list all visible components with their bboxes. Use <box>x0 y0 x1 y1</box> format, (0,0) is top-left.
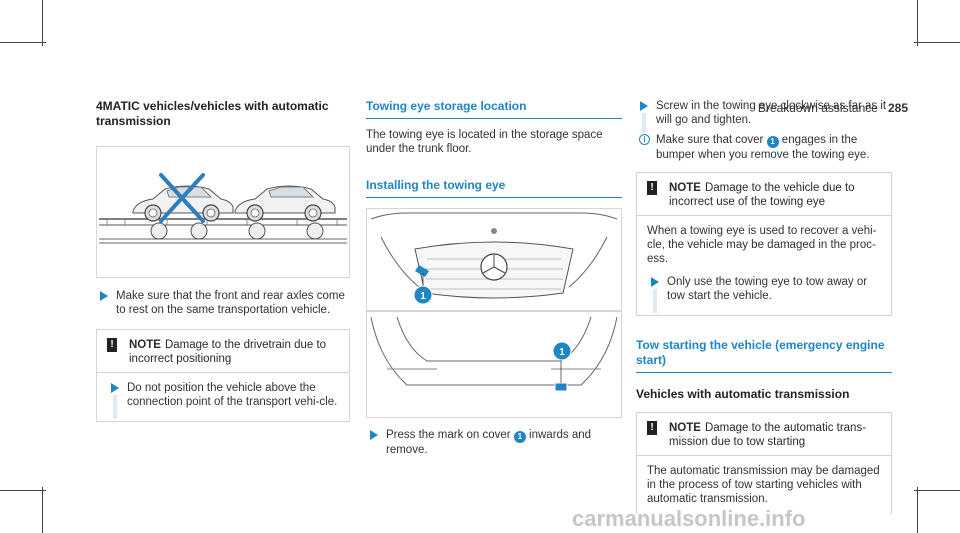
notice-body: The automatic transmission may be damage… <box>637 456 891 514</box>
step-text: Make sure that the front and rear axles … <box>116 290 345 316</box>
towing-eye-illustration: 1 1 <box>366 208 622 418</box>
bumper-cover-image: 1 1 <box>367 209 621 417</box>
notice-step: Only use the towing eye to tow away or t… <box>647 275 881 313</box>
notice-title: Damage to the vehicle due to incorrect u… <box>669 182 855 208</box>
notice-label: NOTE <box>669 182 701 194</box>
cover-badge: 1 <box>513 431 526 443</box>
step-text-pre: Press the mark on cover <box>386 429 511 441</box>
crop-mark <box>0 42 46 43</box>
warning-icon: ! <box>107 338 117 352</box>
watermark: carmanualsonline.info <box>572 506 806 531</box>
notice-step: Do not position the vehicle above the co… <box>107 381 339 419</box>
cars-on-transporter-image <box>97 147 349 277</box>
instruction-step: Screw in the towing eye clockwise as far… <box>636 99 892 133</box>
notice-body: Do not position the vehicle above the co… <box>97 373 349 421</box>
warning-icon: ! <box>647 421 657 435</box>
step-arrow-icon <box>651 277 659 287</box>
notice-label: NOTE <box>669 422 701 434</box>
step-text-post: inwards and remove. <box>386 429 592 456</box>
step-arrow-icon <box>640 101 648 111</box>
notice-text: When a towing eye is used to recover a v… <box>647 225 877 265</box>
transport-illustration <box>96 146 350 278</box>
step-bar <box>642 113 646 133</box>
notice-title: Damage to the automatic trans-mission du… <box>669 422 867 448</box>
cover-badge: 1 <box>766 136 779 148</box>
step-text: Only use the towing eye to tow away or t… <box>667 276 868 302</box>
info-note: i Make sure that cover 1 engages in the … <box>636 133 892 162</box>
step-arrow-icon <box>100 291 108 301</box>
instruction-step: Make sure that the front and rear axles … <box>96 289 350 317</box>
callout-1-bottom: 1 <box>559 347 565 358</box>
info-text-pre: Make sure that cover <box>656 134 764 146</box>
section-heading: 4MATIC vehicles/vehicles with automatic … <box>96 99 329 128</box>
crop-mark <box>917 0 918 46</box>
warning-icon: ! <box>647 181 657 195</box>
page-number: 285 <box>887 101 908 115</box>
section-title: Breakdown assistance <box>757 101 878 115</box>
crop-mark <box>0 490 46 491</box>
subsection-heading: Vehicles with automatic transmission <box>636 387 850 401</box>
step-arrow-icon <box>111 383 119 393</box>
storage-paragraph: The towing eye is located in the storage… <box>366 129 603 155</box>
instruction-step: Press the mark on cover 1 inwards and re… <box>366 428 622 457</box>
section-heading-storage: Towing eye storage location <box>366 99 622 119</box>
info-text-post: engages in the bumper when you remove th… <box>656 134 870 161</box>
notice-label: NOTE <box>129 339 161 351</box>
notice-body: When a towing eye is used to recover a v… <box>637 216 891 315</box>
section-heading-installing: Installing the towing eye <box>366 178 622 198</box>
crop-mark <box>42 487 43 533</box>
page-header: Breakdown assistance 285 <box>758 101 908 115</box>
notice-text: The automatic transmission may be damage… <box>647 465 880 505</box>
section-heading-tow-start: Tow starting the vehicle (emergency engi… <box>636 338 892 373</box>
column-2: Towing eye storage location The towing e… <box>366 99 622 457</box>
crop-mark <box>917 487 918 533</box>
crop-mark <box>42 0 43 46</box>
column-3: Screw in the towing eye clockwise as far… <box>636 99 892 514</box>
notice-title: Damage to the drivetrain due to incorrec… <box>129 339 327 365</box>
crop-mark <box>914 490 960 491</box>
info-icon: i <box>639 134 650 145</box>
step-arrow-icon <box>370 430 378 440</box>
callout-1-top: 1 <box>420 291 426 302</box>
step-bar <box>653 289 657 313</box>
step-text: Do not position the vehicle above the co… <box>127 382 338 408</box>
step-bar <box>113 395 117 419</box>
crop-mark <box>914 42 960 43</box>
step-text: Screw in the towing eye clockwise as far… <box>656 100 887 126</box>
column-1: 4MATIC vehicles/vehicles with automatic … <box>96 99 350 422</box>
